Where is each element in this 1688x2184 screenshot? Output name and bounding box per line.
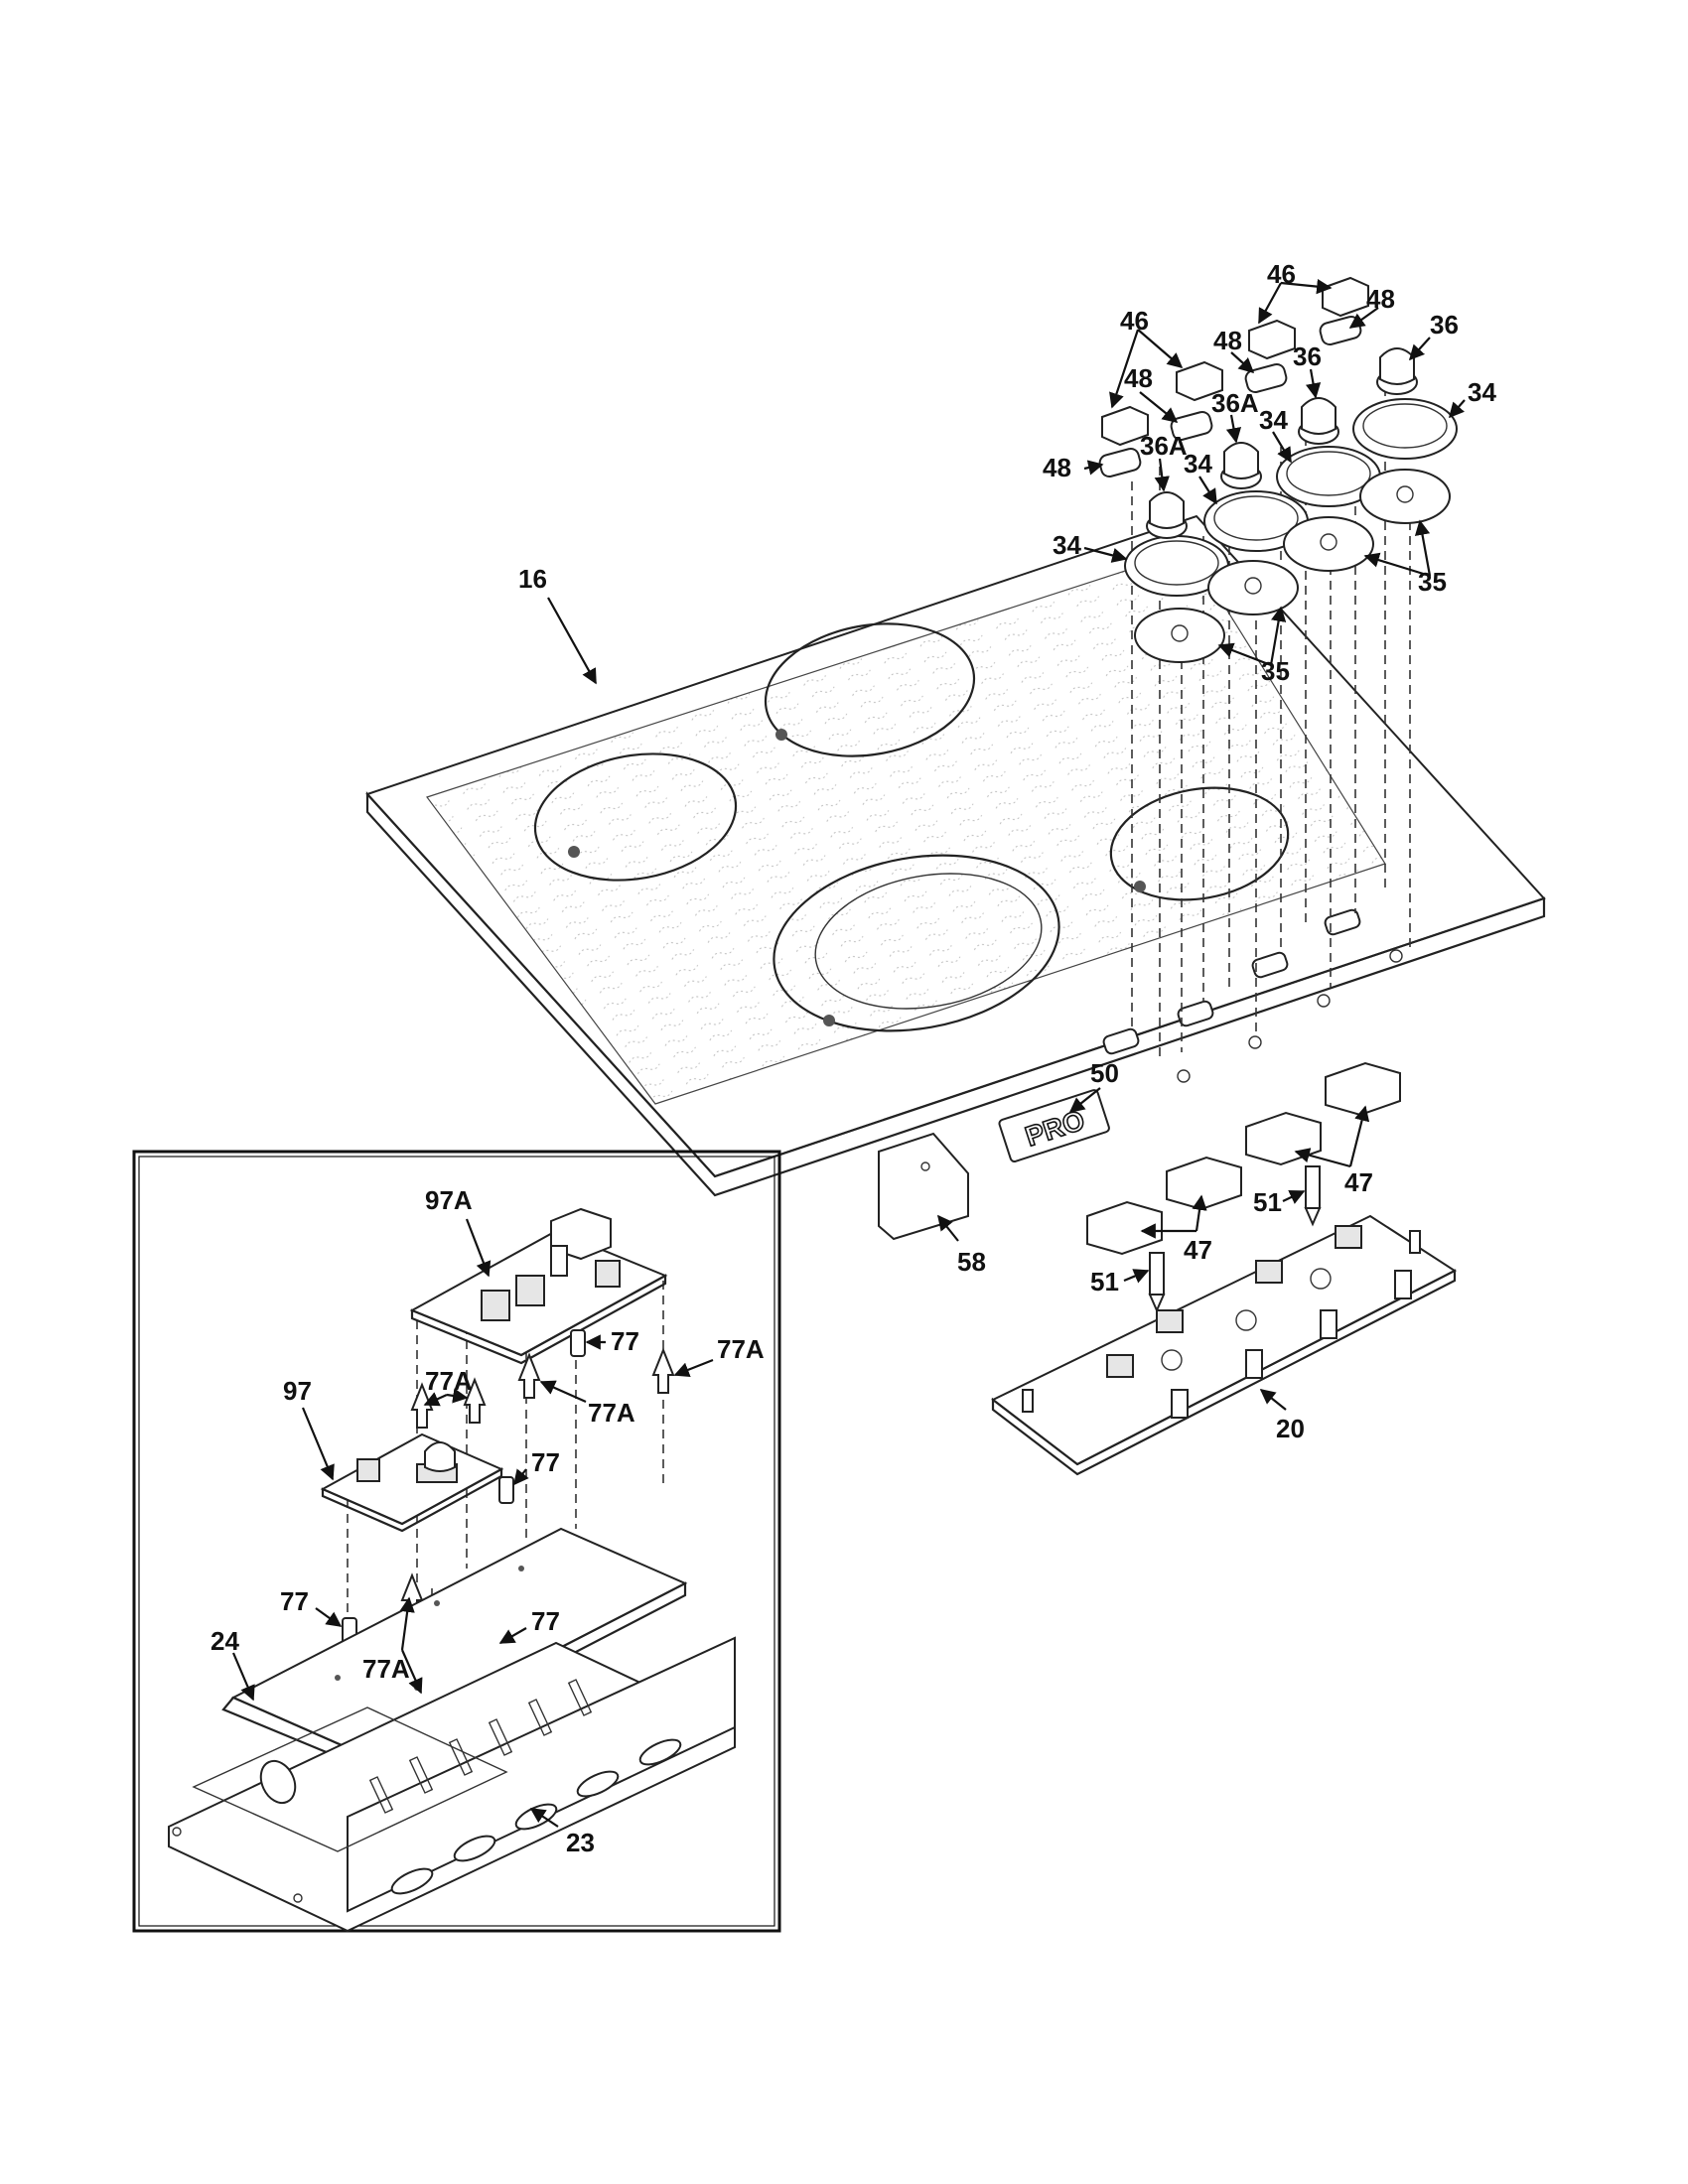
gasket: [1319, 315, 1362, 346]
callout-47: 47: [1184, 1235, 1212, 1265]
callout-labels: 16 46 46 48 48 48 48 36A 36A 36 36 34 34…: [211, 259, 1496, 1857]
callout-34: 34: [1259, 405, 1288, 435]
callout-36: 36: [1293, 341, 1322, 371]
callout-77a: 77A: [717, 1334, 765, 1364]
standoff-clip: [651, 1347, 675, 1394]
callout-77: 77: [531, 1447, 560, 1477]
callout-77: 77: [611, 1326, 639, 1356]
callout-48: 48: [1124, 363, 1153, 393]
callout-34: 34: [1184, 449, 1212, 478]
gasket: [1244, 362, 1288, 394]
locating-pin: [1304, 1165, 1322, 1227]
callout-46: 46: [1120, 306, 1149, 336]
standoff-clip: [517, 1352, 541, 1399]
callout-35: 35: [1261, 656, 1290, 686]
trim-ring: [1352, 398, 1458, 460]
knob-cap: [1176, 360, 1223, 402]
knob-slot: [1177, 1000, 1214, 1027]
burner-indicator-dot: [568, 846, 580, 858]
callout-36a: 36A: [1211, 388, 1259, 418]
callout-36a: 36A: [1140, 431, 1188, 461]
burner-ring-rear-left: [764, 622, 976, 757]
standoff-clip: [410, 1382, 434, 1429]
control-knob: [1220, 442, 1262, 489]
control-circuit-board: [991, 1214, 1457, 1476]
callout-24: 24: [211, 1626, 239, 1656]
locating-pin: [1148, 1252, 1166, 1313]
main-control-board: [409, 1207, 668, 1365]
control-knob: [1376, 347, 1418, 395]
callout-36: 36: [1430, 310, 1459, 340]
indicator-disc: [1283, 516, 1374, 572]
callout-47: 47: [1344, 1167, 1373, 1197]
secondary-control-board: [320, 1433, 504, 1533]
gasket: [1098, 447, 1142, 478]
burner-ring-right: [1109, 786, 1290, 901]
callout-77a: 77A: [588, 1398, 635, 1428]
callout-46: 46: [1267, 259, 1296, 289]
indicator-disc: [1207, 560, 1299, 615]
indicator-disc: [1359, 469, 1451, 524]
callout-58: 58: [957, 1247, 986, 1277]
leader-lines: [231, 278, 1466, 1828]
callout-20: 20: [1276, 1414, 1305, 1443]
callout-50: 50: [1090, 1058, 1119, 1088]
inset-detail-frame: [132, 1150, 781, 1933]
gasket: [1170, 410, 1213, 442]
callout-77: 77: [531, 1606, 560, 1636]
callout-97: 97: [283, 1376, 312, 1406]
callout-16: 16: [518, 564, 547, 594]
relay-module: [1166, 1156, 1242, 1211]
burner-indicator-dot: [775, 729, 787, 741]
knob-slot: [1251, 951, 1289, 979]
knob-cap: [1248, 319, 1296, 360]
callout-77a: 77A: [362, 1654, 410, 1684]
pro-badge: PRO: [998, 1089, 1110, 1163]
indicator-disc: [1134, 608, 1225, 663]
callout-23: 23: [566, 1828, 595, 1857]
burner-ring-front-large: [773, 854, 1060, 1032]
callout-77: 77: [280, 1586, 309, 1616]
callout-77a: 77A: [425, 1366, 473, 1396]
callout-48: 48: [1366, 284, 1395, 314]
cooktop-glass-top: PRO: [365, 514, 1546, 1197]
standoff: [570, 1329, 586, 1357]
standoff: [498, 1476, 514, 1504]
control-housing: [168, 1636, 736, 1933]
callout-35: 35: [1418, 567, 1447, 597]
knob-slot: [1102, 1027, 1140, 1055]
callout-51: 51: [1253, 1187, 1282, 1217]
knob-cap: [1322, 276, 1369, 318]
relay-module: [1325, 1061, 1401, 1117]
control-knob: [1146, 491, 1188, 539]
callout-34: 34: [1468, 377, 1496, 407]
callout-51: 51: [1090, 1267, 1119, 1297]
burner-ring-front-left: [533, 752, 738, 882]
knob-slot: [1324, 908, 1361, 936]
control-knob: [1298, 397, 1339, 445]
relay-module: [1086, 1200, 1163, 1256]
burner-indicator-dot: [1134, 881, 1146, 892]
relay-module: [1245, 1111, 1322, 1166]
callout-48: 48: [1213, 326, 1242, 355]
callout-97a: 97A: [425, 1185, 473, 1215]
knob-cap: [1101, 405, 1149, 447]
burner-indicator-dot: [823, 1015, 835, 1026]
callout-48: 48: [1043, 453, 1071, 482]
callout-34: 34: [1053, 530, 1081, 560]
mounting-bracket: [878, 1132, 969, 1241]
standoff-clip: [463, 1377, 487, 1424]
